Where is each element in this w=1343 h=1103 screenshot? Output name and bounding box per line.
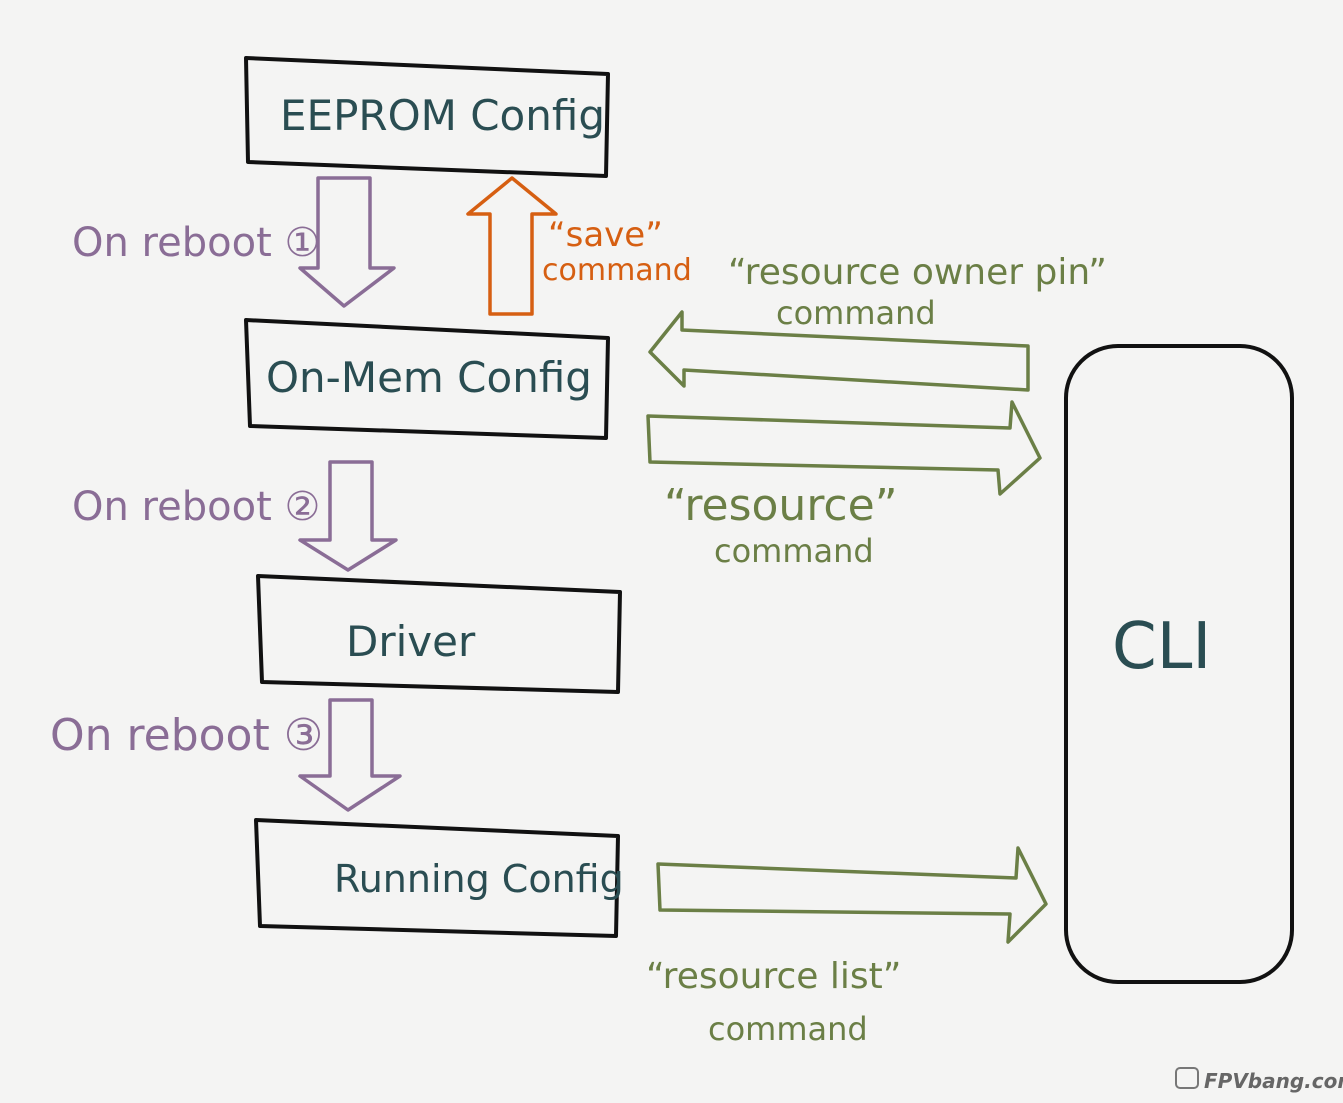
reboot-arrow-2 — [298, 460, 398, 572]
resource-list-label-2: command — [708, 1010, 868, 1048]
reboot-arrow-1 — [298, 176, 396, 308]
reboot-label-3: On reboot ③ — [50, 710, 323, 761]
save-arrow — [466, 176, 558, 316]
resource-label-1: “resource” — [664, 480, 898, 531]
driver-box: Driver — [256, 574, 622, 694]
resource-list-label-1: “resource list” — [646, 956, 901, 997]
reboot-arrow-3 — [298, 698, 402, 812]
watermark-text: FPVbang.com — [1204, 1069, 1343, 1093]
cli-box: CLI — [1064, 344, 1294, 984]
resource-label-2: command — [714, 532, 874, 570]
drone-icon — [1175, 1067, 1199, 1089]
save-command-label-1: “save” — [548, 215, 663, 255]
driver-label: Driver — [346, 617, 476, 666]
onmem-config-box: On-Mem Config — [244, 318, 610, 440]
resource-owner-pin-arrow — [648, 310, 1030, 392]
running-config-box: Running Config — [254, 818, 624, 938]
save-command-label-2: command — [542, 253, 692, 288]
resource-list-arrow — [656, 846, 1048, 944]
onmem-config-label: On-Mem Config — [266, 353, 592, 402]
resource-arrow — [646, 400, 1042, 496]
cli-label: CLI — [1112, 610, 1211, 684]
eeprom-config-label: EEPROM Config — [280, 91, 605, 140]
resource-owner-pin-label-2: command — [776, 294, 936, 332]
reboot-label-1: On reboot ① — [72, 220, 320, 266]
eeprom-config-box: EEPROM Config — [244, 56, 610, 178]
running-config-label: Running Config — [334, 857, 624, 901]
reboot-label-2: On reboot ② — [72, 484, 320, 530]
resource-owner-pin-label-1: “resource owner pin” — [728, 252, 1107, 293]
fpvbang-watermark: FPVbang.com — [1175, 1067, 1343, 1093]
